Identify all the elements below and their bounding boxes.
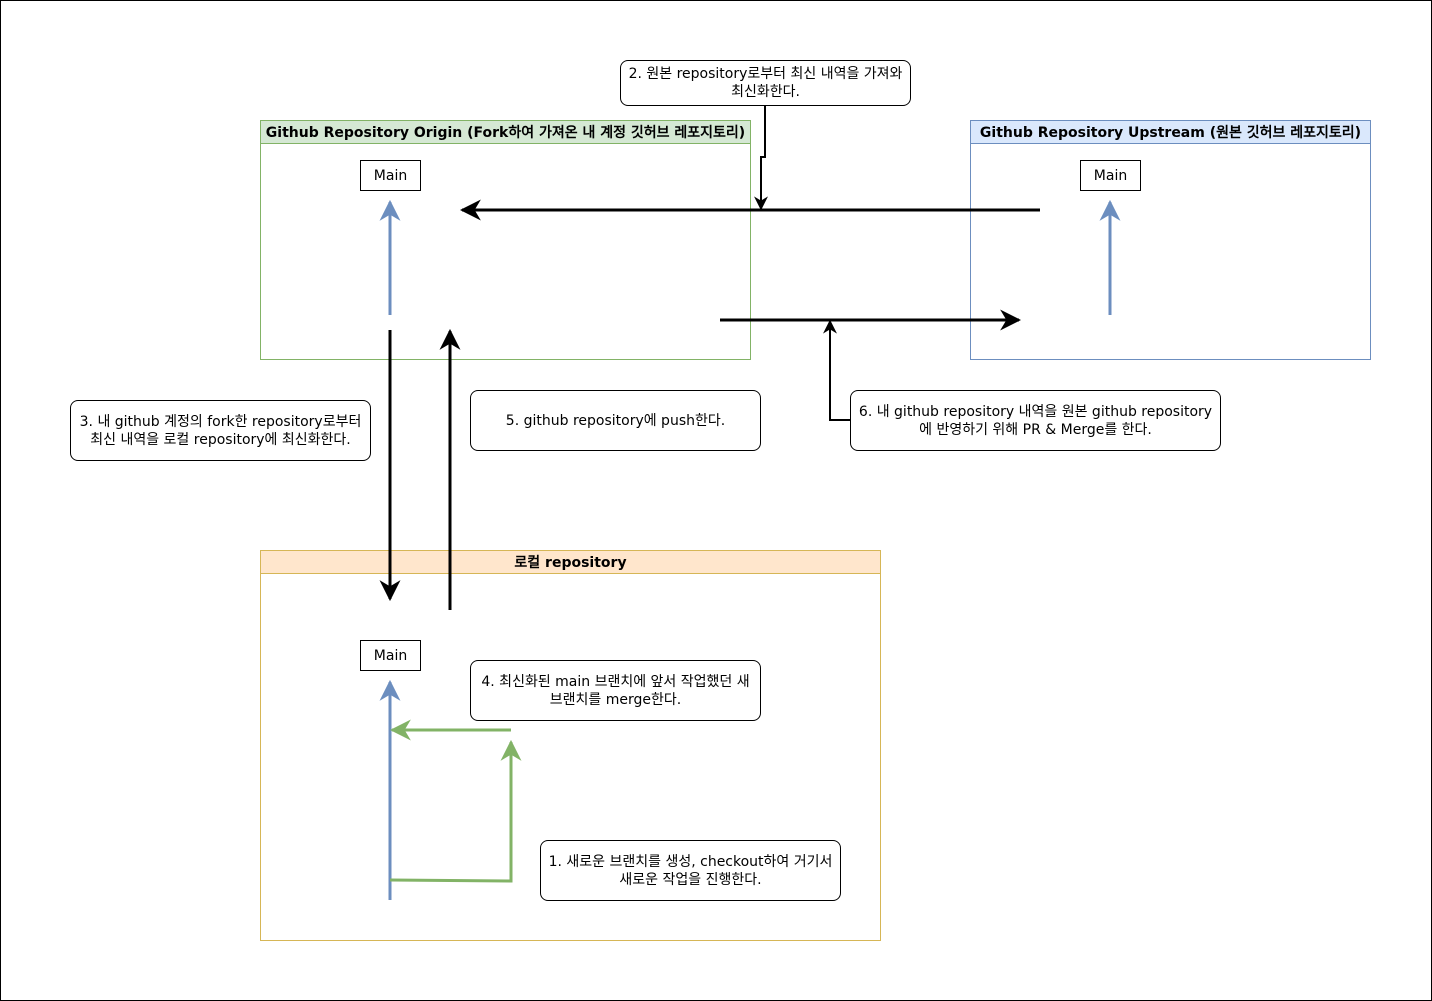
local-repository-group: 로컬 repository <box>260 550 881 941</box>
local-repository-title: 로컬 repository <box>261 551 880 574</box>
step2-pointer-line <box>754 105 768 211</box>
upstream-main-branch-box: Main <box>1080 160 1141 191</box>
feature-branch-create-arrow <box>389 739 522 883</box>
origin-main-branch-box: Main <box>360 160 421 191</box>
step6-note: 6. 내 github repository 내역을 원본 github rep… <box>850 390 1221 451</box>
step1-note: 1. 새로운 브랜치를 생성, checkout하여 거기서 새로운 작업을 진… <box>540 840 841 901</box>
step5-note: 5. github repository에 push한다. <box>470 390 761 451</box>
upstream-repository-title: Github Repository Upstream (원본 깃허브 레포지토리… <box>971 121 1370 144</box>
step3-note: 3. 내 github 계정의 fork한 repository로부터 최신 내… <box>70 400 371 461</box>
step2-note: 2. 원본 repository로부터 최신 내역을 가져와 최신화한다. <box>620 60 911 106</box>
step6-pointer-line <box>823 319 850 421</box>
origin-repository-group: Github Repository Origin (Fork하여 가져온 내 계… <box>260 120 751 360</box>
origin-repository-title: Github Repository Origin (Fork하여 가져온 내 계… <box>261 121 750 144</box>
local-main-branch-box: Main <box>360 640 421 671</box>
upstream-repository-group: Github Repository Upstream (원본 깃허브 레포지토리… <box>970 120 1371 360</box>
step4-note: 4. 최신화된 main 브랜치에 앞서 작업했던 새 브랜치를 merge한다… <box>470 660 761 721</box>
